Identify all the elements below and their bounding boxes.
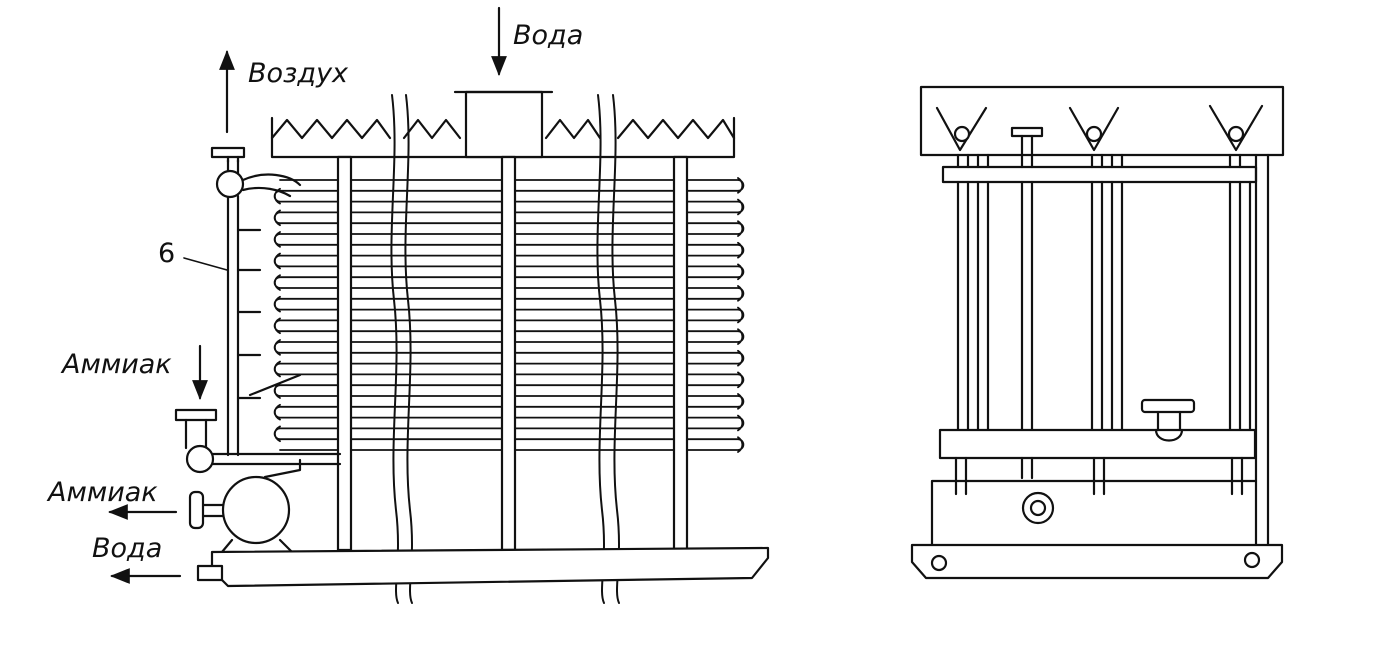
spray-nozzles: [935, 104, 1264, 152]
header-assembly: [174, 146, 342, 474]
air-out-label: Воздух: [248, 58, 349, 89]
flow-arrows: [108, 6, 507, 584]
marker-6-label: 6: [158, 238, 176, 269]
front-view: [108, 6, 770, 604]
support-posts: [336, 155, 689, 552]
side-rods: [956, 153, 1270, 547]
water-in-label: Вода: [513, 20, 584, 51]
receiver-tank: [188, 458, 302, 554]
ammonia-in-label: Аммиак: [62, 349, 172, 380]
water-out-label: Вода: [92, 533, 163, 564]
ammonia-out-label: Аммиак: [48, 477, 158, 508]
water-trough: [270, 90, 736, 159]
side-view: [910, 85, 1285, 580]
leader-6: [183, 257, 228, 271]
water-pan: [196, 546, 770, 588]
